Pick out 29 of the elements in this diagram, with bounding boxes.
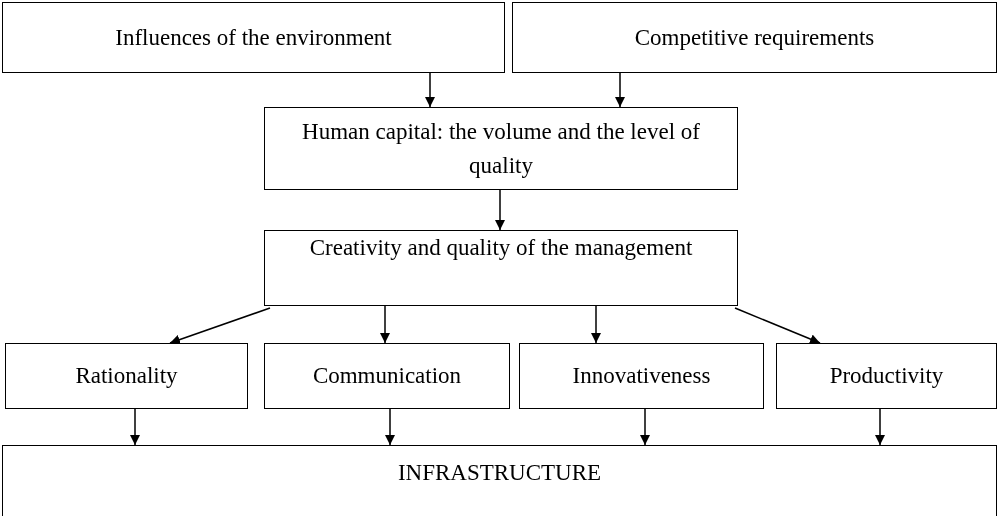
process-box xyxy=(264,343,510,409)
box-label: Rationality xyxy=(75,362,178,391)
arrow xyxy=(734,307,821,344)
box-label: Human capital: the volume and the level of quality xyxy=(301,118,701,180)
process-box xyxy=(5,343,248,409)
arrow xyxy=(640,408,650,446)
box-label: Creativity and quality of the management xyxy=(309,234,693,262)
box-label: Communication xyxy=(312,362,462,391)
arrow xyxy=(380,305,390,344)
box-label: Competitive requirements xyxy=(634,23,875,52)
process-box xyxy=(512,2,997,73)
process-box xyxy=(2,445,997,516)
process-box xyxy=(519,343,764,409)
arrow xyxy=(169,307,271,345)
arrow xyxy=(615,72,625,108)
box-label: Innovativeness xyxy=(572,362,711,391)
arrow xyxy=(385,408,395,446)
process-box xyxy=(2,2,505,73)
arrow xyxy=(495,189,505,231)
box-label: INFRASTRUCTURE xyxy=(397,459,602,487)
arrow xyxy=(425,72,435,108)
arrow xyxy=(130,408,140,446)
process-box xyxy=(264,107,738,190)
arrow xyxy=(875,408,885,446)
process-box xyxy=(776,343,997,409)
arrow xyxy=(591,305,601,344)
box-label: Influences of the environment xyxy=(115,23,392,52)
box-label: Productivity xyxy=(829,362,944,391)
process-box xyxy=(264,230,738,306)
